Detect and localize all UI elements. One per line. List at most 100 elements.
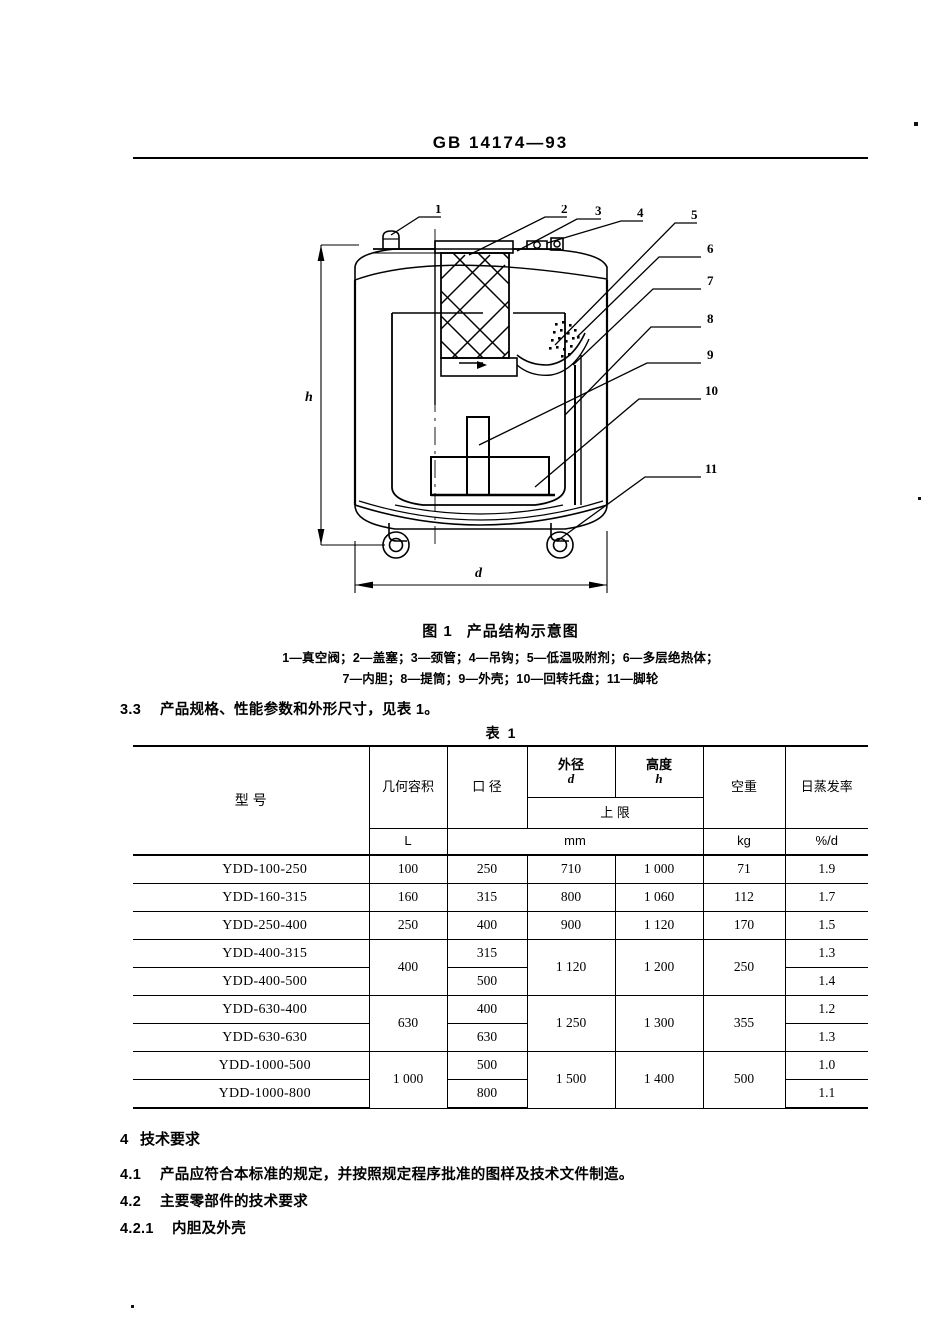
cell-height: 1 060 [614,883,704,912]
unit-volume: L [369,828,448,856]
header-height-symbol: h [655,771,663,786]
cryogenic-vessel-svg: 1 2 3 4 5 6 7 8 9 10 11 h [305,205,718,593]
header-outer-diameter: 外径 d [526,745,616,798]
callout-3: 3 [595,205,602,218]
callout-4: 4 [637,205,644,220]
section-4-1-text: 产品应符合本标准的规定，并按照规定程序批准的图样及技术文件制造。 [160,1167,634,1183]
table-header-row-2: 上 限 [133,797,868,829]
cell-model: YDD-630-400 [133,995,370,1024]
unit-mm: mm [446,828,704,856]
cell-evaporation: 1.2 [784,995,868,1024]
callout-5: 5 [691,207,698,222]
unit-evaporation: %/d [784,828,868,856]
cell-bore: 800 [446,1079,528,1109]
cell-height: 1 120 [614,911,704,940]
section-4-2-text: 主要零部件的技术要求 [160,1194,308,1210]
height-dimension-label: h [305,390,313,405]
section-4-2-1-text: 内胆及外壳 [172,1221,246,1237]
callout-leaders [390,216,701,542]
table-row: YDD-630-400 630 400 1 250 1 300 355 1.2 [133,995,868,1052]
cell-bore: 315 [446,883,528,912]
page-speck [914,122,918,126]
cell-model: YDD-100-250 [133,854,370,884]
cell-volume: 400 [368,939,448,996]
cell-model: YDD-1000-800 [133,1079,370,1109]
cell-bore: 500 [446,967,528,996]
unit-weight: kg [702,828,786,856]
cell-bore: 250 [446,854,528,884]
standard-header: GB 14174—93 [133,133,868,153]
header-outer-diameter-symbol: d [567,771,575,786]
cell-outer-diameter: 1 500 [526,1051,616,1109]
callout-11: 11 [705,461,717,476]
cell-height: 1 300 [614,995,704,1052]
table-row: YDD-630-630 630 1.3 [133,1023,868,1052]
header-model: 型 号 [133,745,370,856]
specification-table: 型 号 几何容积 口 径 外径 d 高度 h 空重 日蒸发率 上 限 [133,745,868,1109]
header-height: 高度 h [614,745,704,798]
cell-height: 1 400 [614,1051,704,1109]
cell-model: YDD-630-630 [133,1023,370,1052]
cell-outer-diameter: 900 [526,911,616,940]
diameter-dimension [354,531,608,593]
cell-weight: 112 [702,883,786,912]
section-4-2-1: 4.2.1 内胆及外壳 [120,1217,246,1238]
cell-bore: 315 [446,939,528,968]
cell-height: 1 000 [614,854,704,884]
callout-6: 6 [707,241,714,256]
cell-bore: 500 [446,1051,528,1080]
table-row: YDD-400-315 400 315 1 120 1 200 250 1.3 [133,939,868,996]
cell-outer-diameter: 1 250 [526,995,616,1052]
cell-weight: 500 [702,1051,786,1109]
cell-evaporation: 1.3 [784,939,868,968]
cell-outer-diameter: 800 [526,883,616,912]
table-row: YDD-400-500 500 1.4 [133,967,868,996]
cell-model: YDD-1000-500 [133,1051,370,1080]
section-4-1-number: 4.1 [120,1167,142,1183]
cell-model: YDD-400-500 [133,967,370,996]
page-speck [131,1305,134,1308]
callout-9: 9 [707,347,714,362]
adsorbent-stipple [549,321,580,358]
table-row: YDD-1000-500 1 000 500 1 500 1 400 500 1… [133,1051,868,1109]
cell-height: 1 200 [614,939,704,996]
cell-evaporation: 1.5 [784,911,868,940]
cell-volume: 250 [368,911,448,940]
callout-1: 1 [435,205,442,216]
diameter-dimension-label: d [475,566,483,581]
section-4-2-number: 4.2 [120,1194,142,1210]
table-title-label: 表 [485,725,500,741]
callout-10: 10 [705,383,718,398]
section-3-3: 3.3 产品规格、性能参数和外形尺寸，见表 1。 [120,698,439,719]
figure-legend-line-2: 7—内胆；8—提筒；9—外壳；10—回转托盘；11—脚轮 [342,672,659,686]
header-volume: 几何容积 [368,745,448,829]
section-3-3-number: 3.3 [120,702,142,718]
cell-evaporation: 1.4 [784,967,868,996]
table-row: YDD-1000-800 800 1.1 [133,1079,868,1109]
cell-weight: 355 [702,995,786,1052]
cell-model: YDD-400-315 [133,939,370,968]
cell-bore: 400 [446,995,528,1024]
cell-evaporation: 1.3 [784,1023,868,1052]
cell-weight: 170 [702,911,786,940]
section-4-2: 4.2 主要零部件的技术要求 [120,1190,308,1211]
header-evaporation: 日蒸发率 [784,745,868,829]
section-4-2-1-number: 4.2.1 [120,1221,154,1237]
callout-7: 7 [707,273,714,288]
page-speck [918,497,921,500]
header-empty-weight: 空重 [702,745,786,829]
header-upper-limit: 上 限 [527,797,703,829]
table-row: YDD-160-315 160 315 800 1 060 112 1.7 [133,883,868,912]
figure-caption-title: 产品结构示意图 [466,623,579,640]
cell-model: YDD-160-315 [133,883,370,912]
table-title-number: 1 [507,725,516,741]
table-row: YDD-100-250 100 250 710 1 000 71 1.9 [133,854,868,884]
header-rule [133,157,868,159]
cell-evaporation: 1.1 [784,1079,868,1109]
cell-bore: 630 [446,1023,528,1052]
section-4-number: 4 [120,1131,129,1148]
section-3-3-text: 产品规格、性能参数和外形尺寸，见表 1。 [160,702,440,718]
